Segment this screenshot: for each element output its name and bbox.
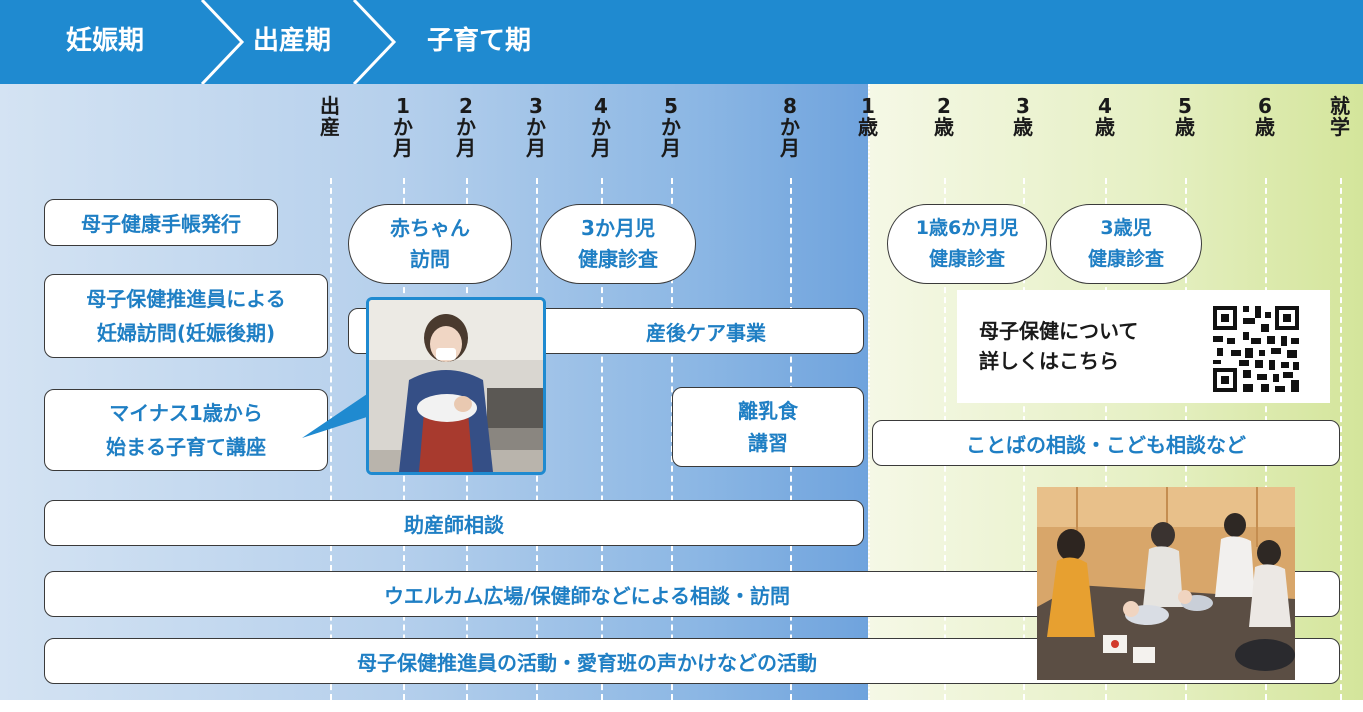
stage-pregnancy-label: 妊娠期 <box>66 26 145 56</box>
guide-line-birth <box>330 178 332 700</box>
checkup-3-month-box: 3か月児 健康診査 <box>540 204 696 284</box>
qr-code-icon[interactable] <box>1211 304 1301 394</box>
chevron-right-icon <box>352 0 397 84</box>
qr-info-text: 母子保健について 詳しくはこちら <box>979 319 1139 373</box>
callout-pointer <box>302 392 370 438</box>
stage-header: 妊娠期 出産期 子育て期 <box>0 0 1363 84</box>
tick-birth: 出産 <box>320 94 340 139</box>
guide-line-4m <box>601 178 603 700</box>
handbook-issuance-box: 母子健康手帳発行 <box>44 199 278 246</box>
qr-info-card: 母子保健について 詳しくはこちら <box>957 290 1330 403</box>
stage-birth-label: 出産期 <box>253 26 332 56</box>
newborn-visit-box: 赤ちゃん 訪問 <box>348 204 512 284</box>
guide-line-school <box>1340 178 1342 700</box>
prenatal-parenting-class-box: マイナス1歳から 始まる子育て講座 <box>44 389 328 471</box>
stage-childcare-label: 子育て期 <box>427 26 532 56</box>
woman-holding-baby-photo <box>366 297 546 475</box>
weaning-food-class-box: 離乳食 講習 <box>672 387 864 467</box>
tick-school-entry: 就学 <box>1330 94 1350 139</box>
chevron-right-icon <box>200 0 245 84</box>
guide-line-1y <box>868 84 870 700</box>
parents-and-babies-playroom-photo <box>1037 487 1295 680</box>
midwife-consultation-bar: 助産師相談 <box>44 500 864 546</box>
checkup-3-year-box: 3歳児 健康診査 <box>1050 204 1202 284</box>
prenatal-home-visit-box: 母子保健推進員による 妊婦訪問(妊娠後期) <box>44 274 328 358</box>
speech-consultation-box: ことばの相談・こども相談など <box>872 420 1340 466</box>
checkup-18-month-box: 1歳6か月児 健康診査 <box>887 204 1047 284</box>
bottom-margin <box>0 700 1363 712</box>
